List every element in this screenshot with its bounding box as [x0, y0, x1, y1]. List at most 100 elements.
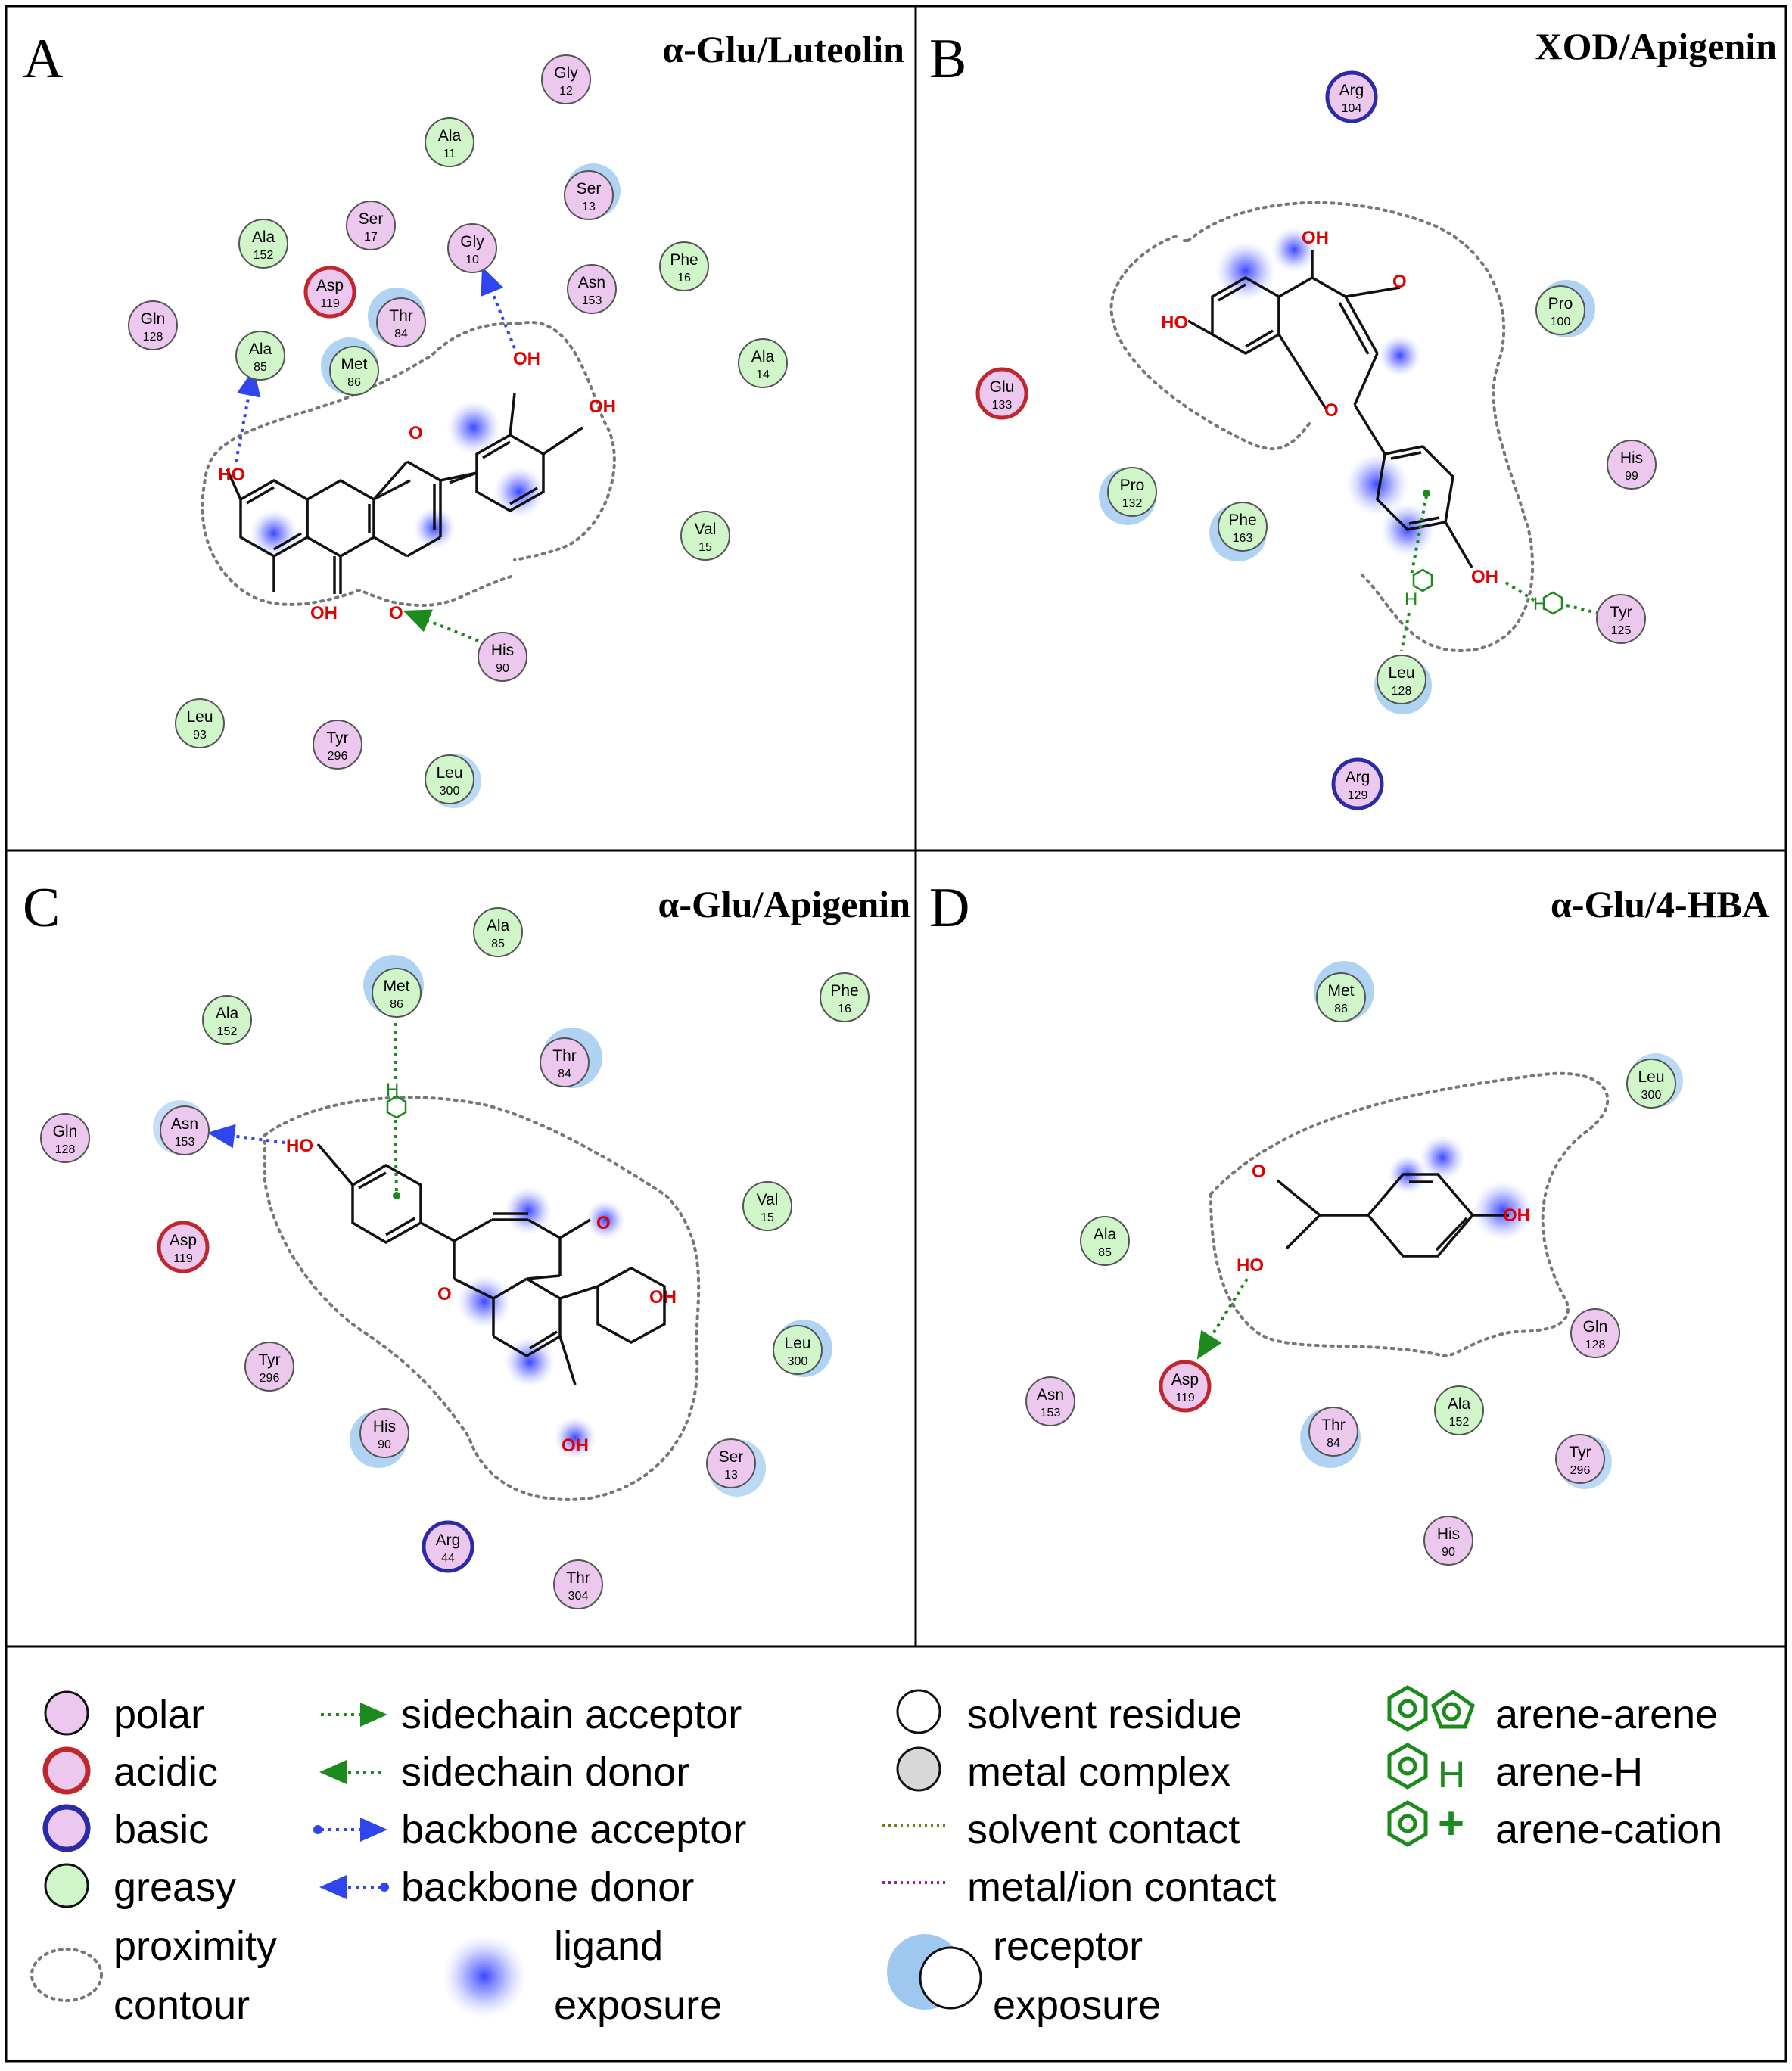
svg-text:OH: OH: [589, 396, 616, 417]
svg-text:129: 129: [1348, 789, 1368, 802]
svg-text:Arg: Arg: [1346, 769, 1370, 786]
svg-text:O: O: [1392, 272, 1407, 292]
proximity-contour: [1109, 201, 1535, 653]
residue-leu300: Leu 300: [425, 754, 481, 808]
svg-text:153: 153: [175, 1136, 195, 1149]
svg-text:Asp: Asp: [316, 277, 344, 294]
panel-D-letter: D: [929, 877, 969, 939]
legend-greasy-swatch: [44, 1863, 89, 1908]
interactions: [207, 1023, 407, 1199]
svg-text:86: 86: [1334, 1003, 1348, 1015]
legend-sc-acceptor-label: sidechain acceptor: [401, 1692, 742, 1737]
svg-text:17: 17: [364, 231, 378, 244]
legend-basic-label: basic: [114, 1807, 209, 1852]
residue-arg129: Arg 129: [1331, 757, 1384, 810]
svg-text:90: 90: [1442, 1546, 1455, 1559]
atom-labels: HO O OH O OH H: [286, 1080, 677, 1456]
legend-greasy-label: greasy: [114, 1864, 236, 1910]
residue-gln128: Gln 128: [40, 1113, 90, 1163]
svg-text:13: 13: [724, 1469, 738, 1482]
legend-solvent-swatch: [896, 1689, 941, 1734]
legend-h-glyph: H: [1438, 1753, 1465, 1796]
luteolin-structure: [226, 393, 583, 594]
panel-frames: [5, 5, 1787, 2063]
legend-acidic-swatch: [42, 1746, 91, 1795]
svg-text:86: 86: [347, 376, 361, 389]
svg-text:Tyr: Tyr: [1610, 604, 1632, 621]
svg-text:15: 15: [761, 1211, 774, 1224]
panel-B-title: XOD/Apigenin: [1535, 25, 1777, 67]
legend-arene-glyphs: [1387, 1685, 1475, 1847]
svg-text:Ser: Ser: [719, 1448, 744, 1466]
residue-tyr296: Tyr 296: [1555, 1434, 1612, 1489]
svg-text:296: 296: [260, 1372, 280, 1385]
interactions: [1400, 490, 1598, 651]
svg-text:296: 296: [1570, 1464, 1591, 1477]
svg-text:300: 300: [440, 785, 460, 798]
svg-text:Gly: Gly: [554, 64, 578, 82]
atom-labels: OH O HO O OH H H: [1161, 228, 1546, 614]
legend-solvent-residue-label: solvent residue: [967, 1692, 1242, 1737]
panel-C-title: α-Glu/Apigenin: [658, 883, 910, 925]
svg-text:Ala: Ala: [438, 127, 462, 145]
legend-ligand-exposure-swatch: [442, 1934, 527, 2019]
atom-labels: OH OH HO OH O O: [218, 349, 616, 623]
svg-text:OH: OH: [1503, 1205, 1530, 1226]
svg-text:Ala: Ala: [249, 341, 272, 358]
svg-text:Leu: Leu: [436, 764, 462, 782]
svg-text:Gln: Gln: [141, 310, 166, 328]
svg-text:Gln: Gln: [53, 1123, 78, 1140]
svg-text:O: O: [409, 423, 423, 443]
svg-text:90: 90: [378, 1438, 391, 1451]
legend-contour-label: contour: [114, 1982, 250, 2028]
svg-text:86: 86: [390, 998, 403, 1011]
svg-text:296: 296: [328, 750, 348, 763]
svg-text:16: 16: [838, 1003, 851, 1015]
ring-C: [596, 1267, 666, 1344]
svg-text:Asp: Asp: [170, 1232, 197, 1249]
svg-text:OH: OH: [649, 1287, 677, 1308]
svg-text:H: H: [386, 1080, 399, 1100]
legend-plus-glyph: +: [1438, 1798, 1464, 1849]
legend-metal-swatch: [896, 1746, 941, 1792]
svg-text:Arg: Arg: [436, 1531, 461, 1549]
svg-text:119: 119: [1175, 1392, 1195, 1404]
svg-text:Asn: Asn: [171, 1115, 198, 1133]
proximity-contour: [263, 1096, 701, 1501]
panel-B-letter: B: [929, 28, 966, 90]
legend-receptor-exposure-label: exposure: [993, 1982, 1161, 2028]
svg-text:Tyr: Tyr: [1569, 1444, 1591, 1461]
svg-text:300: 300: [1641, 1089, 1662, 1102]
svg-text:HO: HO: [1161, 313, 1188, 333]
svg-text:153: 153: [582, 294, 602, 307]
svg-text:O: O: [1252, 1161, 1266, 1182]
svg-text:128: 128: [55, 1143, 76, 1156]
legend-metal-complex-label: metal complex: [967, 1749, 1230, 1795]
legend-contour-swatch: [30, 1948, 103, 2002]
svg-text:132: 132: [1122, 497, 1143, 510]
svg-text:Thr: Thr: [552, 1047, 577, 1065]
legend-ligand-label: ligand: [554, 1923, 663, 1969]
legend-bb-acceptor-label: backbone acceptor: [401, 1807, 746, 1852]
svg-text:Ser: Ser: [577, 180, 602, 197]
